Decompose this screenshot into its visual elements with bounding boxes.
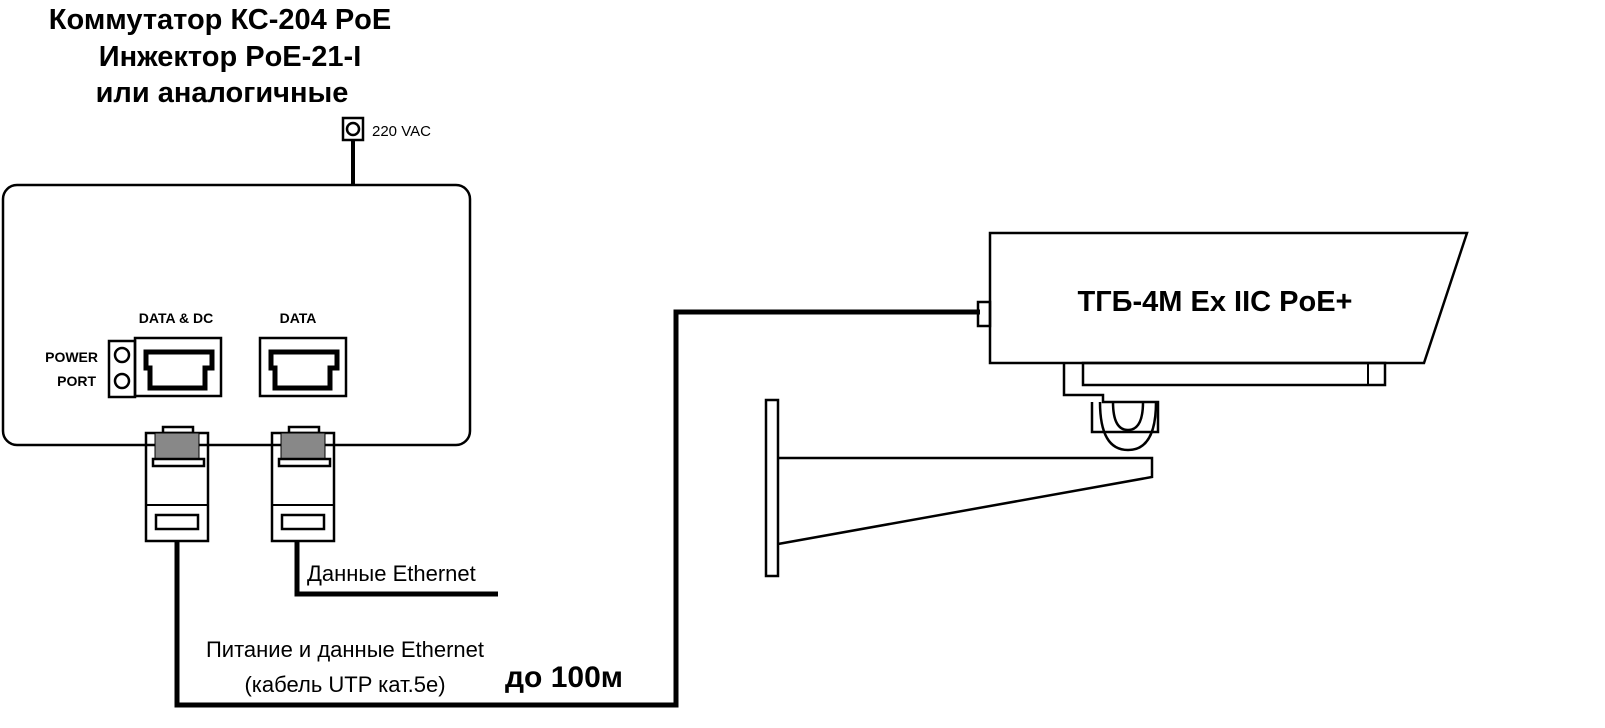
title-line-2: Инжектор PoE-21-I xyxy=(99,41,362,73)
port-led-icon xyxy=(113,372,131,390)
power-port-label-1: POWER xyxy=(45,349,98,365)
wall-bracket-arm xyxy=(777,456,1154,546)
poe-cable xyxy=(174,309,980,708)
device-title: Коммутатор КС-204 PoE Инжектор PoE-21-I … xyxy=(49,4,391,109)
rj45-plug-poe xyxy=(144,425,210,543)
rj45-port-data[interactable] xyxy=(258,336,348,398)
port-data-label: DATA xyxy=(280,310,317,326)
rj45-port-data-dc[interactable] xyxy=(133,336,223,398)
power-label: 220 VAC xyxy=(372,123,431,140)
poe-cable-label-1: Питание и данные Ethernet xyxy=(206,637,484,662)
title-line-1: Коммутатор КС-204 PoE xyxy=(49,4,391,36)
data-cable xyxy=(294,541,498,597)
mount-joint xyxy=(1062,363,1160,434)
rj45-plug-data xyxy=(270,425,336,543)
power-led-icon xyxy=(113,346,131,364)
camera-label: ТГБ-4М Ex IIC PoE+ xyxy=(1078,286,1353,318)
housing-rail xyxy=(1081,361,1387,387)
switch-body xyxy=(1,183,472,447)
power-socket-hole xyxy=(345,121,361,137)
power-port-label-2: PORT xyxy=(57,373,96,389)
distance-label: до 100м xyxy=(505,661,623,694)
port-data-dc-label: DATA & DC xyxy=(139,310,213,326)
title-line-3: или аналогичные xyxy=(96,77,349,109)
data-cable-label: Данные Ethernet xyxy=(307,561,476,586)
camera: ТГБ-4М Ex IIC PoE+ xyxy=(764,231,1469,578)
wall-plate xyxy=(764,398,780,578)
camera-housing xyxy=(988,231,1469,365)
power-input: 220 VAC xyxy=(341,116,431,185)
poe-switch: POWER PORT DATA & DC DATA xyxy=(1,183,472,447)
poe-cable-label-2: (кабель UTP кат.5е) xyxy=(244,672,445,697)
